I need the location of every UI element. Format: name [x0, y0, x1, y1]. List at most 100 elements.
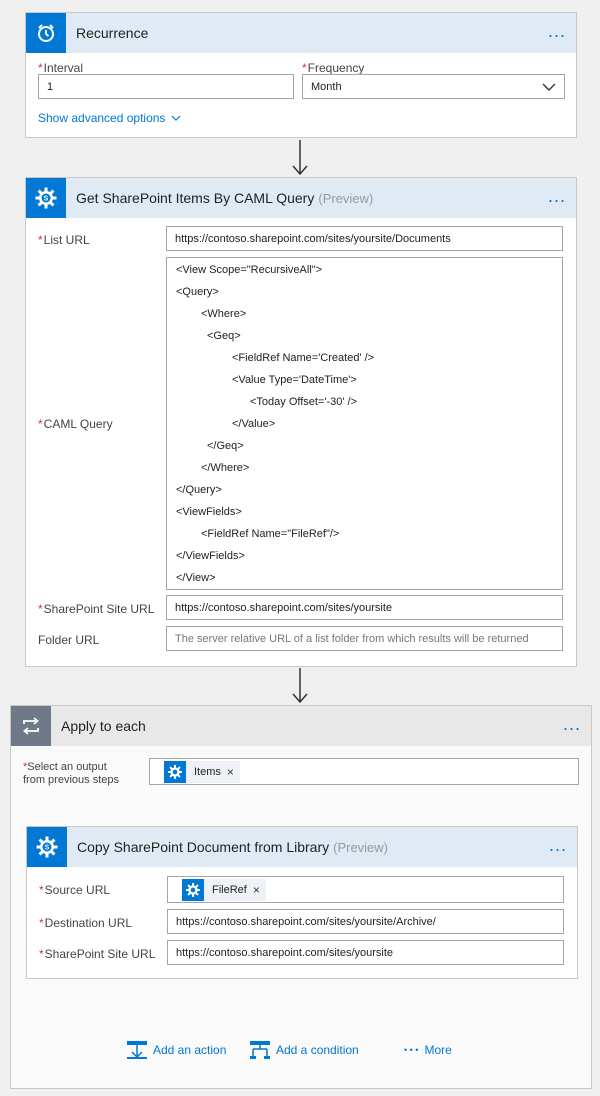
copy-document-title: Copy SharePoint Document from Library(Pr…: [77, 839, 388, 855]
copy-site-url-input[interactable]: https://contoso.sharepoint.com/sites/you…: [167, 940, 564, 965]
preview-tag: (Preview): [318, 191, 374, 206]
svg-text:S: S: [45, 845, 50, 852]
preview-tag: (Preview): [333, 840, 389, 855]
caml-line: <ViewFields>: [176, 506, 242, 518]
caml-line: <View Scope="RecursiveAll">: [176, 264, 323, 276]
frequency-label: *Frequency: [302, 61, 365, 75]
show-advanced-options-link[interactable]: Show advanced options: [38, 111, 181, 125]
site-url-input[interactable]: https://contoso.sharepoint.com/sites/you…: [166, 595, 563, 620]
caml-query-card: S Get SharePoint Items By CAML Query(Pre…: [25, 177, 577, 667]
folder-url-input[interactable]: The server relative URL of a list folder…: [166, 626, 563, 651]
select-output-line1-text: Select an output: [27, 761, 107, 773]
add-condition-icon: [250, 1041, 270, 1059]
sharepoint-gear-icon: S: [27, 827, 67, 867]
copy-document-card: S Copy SharePoint Document from Library(…: [26, 826, 578, 979]
interval-label-text: Interval: [43, 61, 84, 75]
add-condition-button[interactable]: Add a condition: [249, 1040, 359, 1060]
advanced-link-text: Show advanced options: [38, 111, 166, 125]
select-output-input[interactable]: Items ×: [149, 758, 579, 785]
source-url-label-text: Source URL: [44, 883, 111, 897]
caml-line: <Where>: [201, 308, 247, 320]
frequency-select[interactable]: Month: [302, 74, 565, 99]
caml-query-label: *CAML Query: [38, 417, 113, 431]
recurrence-title: Recurrence: [76, 25, 149, 41]
chevron-down-icon: [172, 115, 181, 121]
list-url-label-text: List URL: [43, 233, 90, 247]
destination-url-label-text: Destination URL: [44, 916, 133, 930]
apply-to-each-container: Apply to each ... *Select an output from…: [10, 705, 592, 1089]
source-url-label: *Source URL: [39, 883, 111, 897]
frequency-label-text: Frequency: [307, 61, 365, 75]
recurrence-more-menu[interactable]: ...: [547, 21, 566, 41]
select-output-line1: *Select an output: [23, 761, 107, 773]
destination-url-input[interactable]: https://contoso.sharepoint.com/sites/you…: [167, 909, 564, 934]
destination-url-value: https://contoso.sharepoint.com/sites/you…: [176, 915, 436, 928]
copy-site-url-value: https://contoso.sharepoint.com/sites/you…: [176, 946, 394, 959]
items-token-label: Items: [194, 765, 221, 778]
site-url-label-text: SharePoint Site URL: [43, 602, 155, 616]
svg-text:S: S: [44, 196, 49, 203]
gear-icon: [182, 878, 204, 901]
connector-arrow-icon: [292, 668, 308, 704]
frequency-value: Month: [311, 80, 342, 93]
caml-title-text: Get SharePoint Items By CAML Query: [76, 190, 315, 206]
recurrence-header[interactable]: Recurrence ...: [26, 13, 576, 53]
folder-url-label-text: Folder URL: [38, 633, 100, 647]
select-output-line2: from previous steps: [23, 774, 119, 786]
site-url-value: https://contoso.sharepoint.com/sites/you…: [175, 601, 393, 614]
list-url-value: https://contoso.sharepoint.com/sites/you…: [175, 232, 451, 245]
fileref-token-label: FileRef: [212, 883, 247, 896]
apply-each-more-menu[interactable]: ...: [562, 714, 581, 734]
apply-to-each-title: Apply to each: [61, 718, 146, 734]
chevron-down-icon: [542, 83, 556, 91]
copy-document-header[interactable]: S Copy SharePoint Document from Library(…: [27, 827, 577, 867]
remove-token-icon[interactable]: ×: [226, 764, 234, 779]
alarm-clock-icon: [26, 13, 66, 53]
caml-more-menu[interactable]: ...: [547, 186, 566, 206]
copy-site-url-label-text: SharePoint Site URL: [44, 947, 156, 961]
copy-site-url-label: *SharePoint Site URL: [39, 947, 156, 961]
caml-query-textarea[interactable]: <View Scope="RecursiveAll"> <Query> <Whe…: [166, 257, 563, 590]
add-action-label: Add an action: [153, 1043, 227, 1057]
list-url-input[interactable]: https://contoso.sharepoint.com/sites/you…: [166, 226, 563, 251]
fileref-token[interactable]: FileRef ×: [182, 878, 266, 901]
caml-line: <FieldRef Name="FileRef"/>: [201, 528, 340, 540]
loop-icon: [11, 706, 51, 746]
site-url-label: *SharePoint Site URL: [38, 602, 155, 616]
folder-url-label: Folder URL: [38, 633, 99, 647]
caml-line: </ViewFields>: [176, 550, 245, 562]
more-button[interactable]: • • • More: [404, 1043, 452, 1057]
copy-title-text: Copy SharePoint Document from Library: [77, 839, 330, 855]
caml-line: <Today Offset='-30' />: [250, 396, 358, 408]
interval-input[interactable]: 1: [38, 74, 294, 99]
caml-line: </Geq>: [207, 440, 244, 452]
items-token[interactable]: Items ×: [164, 760, 240, 783]
caml-line: </Value>: [232, 418, 276, 430]
caml-query-header[interactable]: S Get SharePoint Items By CAML Query(Pre…: [26, 178, 576, 218]
caml-line: <FieldRef Name='Created' />: [232, 352, 375, 364]
interval-value: 1: [47, 80, 54, 93]
folder-url-placeholder: The server relative URL of a list folder…: [175, 632, 529, 645]
destination-url-label: *Destination URL: [39, 916, 133, 930]
list-url-label: *List URL: [38, 233, 90, 247]
select-output-label: *Select an output from previous steps: [23, 761, 119, 787]
more-dots-icon: • • •: [404, 1045, 419, 1055]
caml-line: </View>: [176, 572, 216, 584]
caml-line: <Value Type='DateTime'>: [232, 374, 357, 386]
caml-line: </Where>: [201, 462, 250, 474]
apply-to-each-header[interactable]: Apply to each ...: [11, 706, 591, 746]
caml-query-title: Get SharePoint Items By CAML Query(Previ…: [76, 190, 373, 206]
copy-more-menu[interactable]: ...: [548, 835, 567, 855]
caml-line: </Query>: [176, 484, 222, 496]
interval-label: *Interval: [38, 61, 84, 75]
sharepoint-gear-icon: S: [26, 178, 66, 218]
source-url-input[interactable]: FileRef ×: [167, 876, 564, 903]
add-condition-label: Add a condition: [276, 1043, 359, 1057]
remove-token-icon[interactable]: ×: [252, 882, 260, 897]
recurrence-card: Recurrence ... *Interval 1 *Frequency Mo…: [25, 12, 577, 138]
add-action-icon: [127, 1041, 147, 1059]
gear-icon: [164, 760, 186, 783]
add-action-button[interactable]: Add an action: [126, 1040, 226, 1060]
more-label: More: [424, 1043, 452, 1057]
caml-line: <Query>: [176, 286, 219, 298]
